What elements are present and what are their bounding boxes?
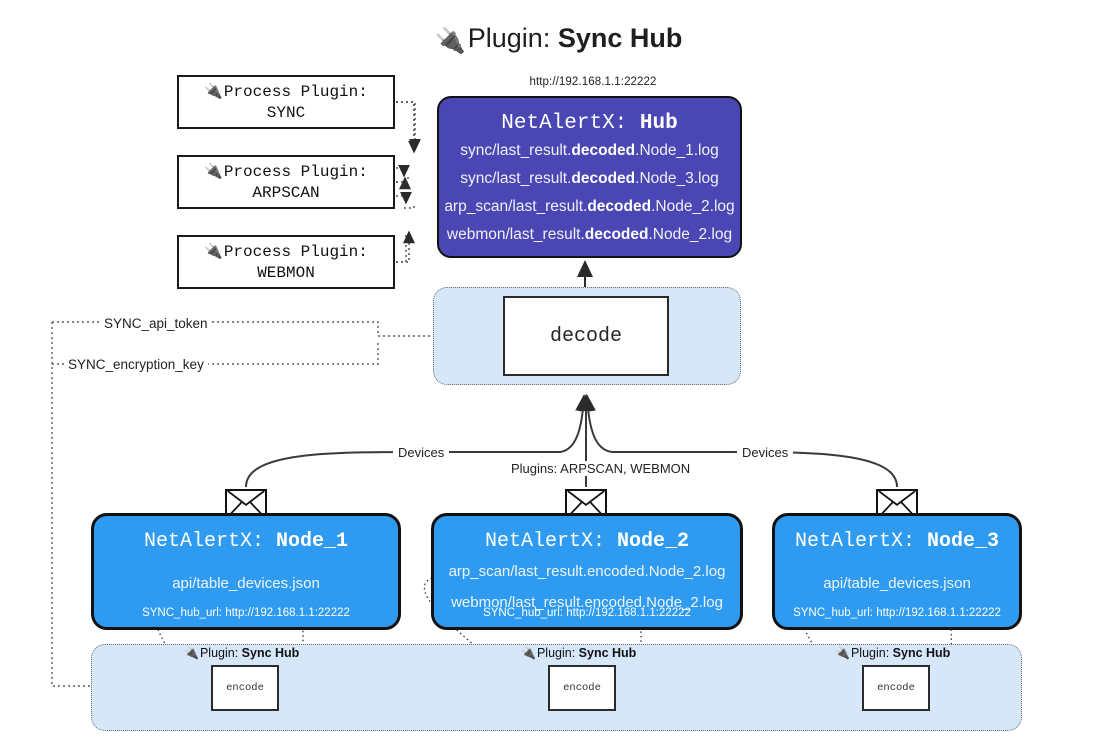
hub-title-name: Hub (639, 112, 678, 135)
encode-caption-name: Sync Hub (241, 646, 300, 660)
plug-icon: 🔌 (184, 646, 199, 660)
hub-log-row: arp_scan/last_result.decoded.Node_2.log (439, 194, 740, 219)
plug-icon: 🔌 (204, 161, 223, 180)
plug-icon: 🔌 (434, 27, 466, 55)
encode-box[interactable]: encode (862, 665, 930, 711)
process-plugin-name: WEBMON (257, 263, 315, 282)
encode-caption-label: Plugin: (199, 646, 239, 660)
hub-log-mid: decoded (587, 198, 652, 215)
encode-caption-name: Sync Hub (892, 646, 951, 660)
plug-icon: 🔌 (521, 646, 536, 660)
node-data-line: arp_scan/last_result.encoded.Node_2.log (448, 563, 726, 580)
encode-caption-label: Plugin: (850, 646, 890, 660)
node-data-line: api/table_devices.json (172, 575, 320, 592)
encode-caption: 🔌Plugin: Sync Hub (835, 646, 950, 660)
node-title-prefix: NetAlertX: (794, 530, 915, 553)
node-title-name: Node_3 (927, 530, 1000, 553)
hub-log-post: .Node_1.log (635, 142, 719, 159)
encode-box[interactable]: encode (548, 665, 616, 711)
node-title: NetAlertX: Node_2 (434, 530, 740, 553)
hub-log-pre: arp_scan/last_result. (444, 198, 588, 215)
edge-label-devices-right: Devices (737, 445, 794, 460)
hub-title: NetAlertX: Hub (439, 112, 740, 135)
node-title-name: Node_1 (276, 530, 349, 553)
encode-caption: 🔌Plugin: Sync Hub (521, 646, 636, 660)
process-plugin-label: Process Plugin: (223, 82, 368, 101)
process-plugin-name: SYNC (266, 103, 306, 122)
process-plugin-label: Process Plugin: (223, 242, 368, 261)
encode-box[interactable]: encode (211, 665, 279, 711)
edge-label-plugins: Plugins: ARPSCAN, WEBMON (506, 461, 696, 476)
plug-icon: 🔌 (204, 81, 223, 100)
plug-icon: 🔌 (204, 241, 223, 260)
hub-log-post: .Node_2.log (651, 198, 735, 215)
hub-log-row: sync/last_result.decoded.Node_1.log (439, 138, 740, 163)
node-box-node-2[interactable]: NetAlertX: Node_2 arp_scan/last_result.e… (431, 513, 743, 630)
page-title-label: Plugin: (467, 23, 551, 53)
process-plugin-box-sync[interactable]: 🔌Process Plugin: SYNC (177, 75, 395, 129)
process-plugin-box-webmon[interactable]: 🔌Process Plugin: WEBMON (177, 235, 395, 289)
sync-api-token-label: SYNC_api_token (100, 316, 212, 331)
node-title: NetAlertX: Node_1 (94, 530, 398, 553)
hub-log-pre: sync/last_result. (460, 170, 572, 187)
node-box-node-3[interactable]: NetAlertX: Node_3 api/table_devices.json… (772, 513, 1022, 630)
hub-log-mid: decoded (584, 226, 649, 243)
hub-log-post: .Node_2.log (648, 226, 733, 243)
hub-url-label: http://192.168.1.1:22222 (529, 76, 657, 88)
encode-caption: 🔌Plugin: Sync Hub (184, 646, 299, 660)
hub-log-post: .Node_3.log (635, 170, 719, 187)
node-box-node-1[interactable]: NetAlertX: Node_1 api/table_devices.json… (91, 513, 401, 630)
page-title-name: Sync Hub (557, 23, 683, 53)
node-title-prefix: NetAlertX: (484, 530, 605, 553)
hub-log-row: sync/last_result.decoded.Node_3.log (439, 166, 740, 191)
hub-title-prefix: NetAlertX: (501, 112, 628, 135)
node-hub-url: SYNC_hub_url: http://192.168.1.1:22222 (793, 607, 1001, 619)
page-title: 🔌Plugin: Sync Hub (0, 18, 1117, 61)
hub-log-row: webmon/last_result.decoded.Node_2.log (439, 222, 740, 247)
node-title-name: Node_2 (617, 530, 690, 553)
hub-log-mid: decoded (571, 170, 636, 187)
hub-node-box[interactable]: NetAlertX: Hub sync/last_result.decoded.… (437, 96, 742, 258)
hub-log-mid: decoded (571, 142, 636, 159)
encode-caption-name: Sync Hub (578, 646, 637, 660)
sync-encryption-key-label: SYNC_encryption_key (64, 357, 208, 372)
process-plugin-label: Process Plugin: (223, 162, 368, 181)
process-plugin-name: ARPSCAN (252, 183, 320, 202)
hub-log-pre: sync/last_result. (460, 142, 572, 159)
node-hub-url: SYNC_hub_url: http://192.168.1.1:22222 (483, 607, 691, 619)
node-data-line: webmon/last_result.encoded.Node_2.log (451, 594, 723, 611)
node-title-prefix: NetAlertX: (143, 530, 264, 553)
node-hub-url: SYNC_hub_url: http://192.168.1.1:22222 (142, 607, 350, 619)
process-plugin-box-arpscan[interactable]: 🔌Process Plugin: ARPSCAN (177, 155, 395, 209)
node-title: NetAlertX: Node_3 (775, 530, 1019, 553)
hub-log-pre: webmon/last_result. (446, 226, 585, 243)
decode-box[interactable]: decode (503, 296, 669, 376)
edge-label-devices-left: Devices (393, 445, 450, 460)
plug-icon: 🔌 (835, 646, 850, 660)
node-data-line: api/table_devices.json (823, 575, 971, 592)
encode-caption-label: Plugin: (536, 646, 576, 660)
